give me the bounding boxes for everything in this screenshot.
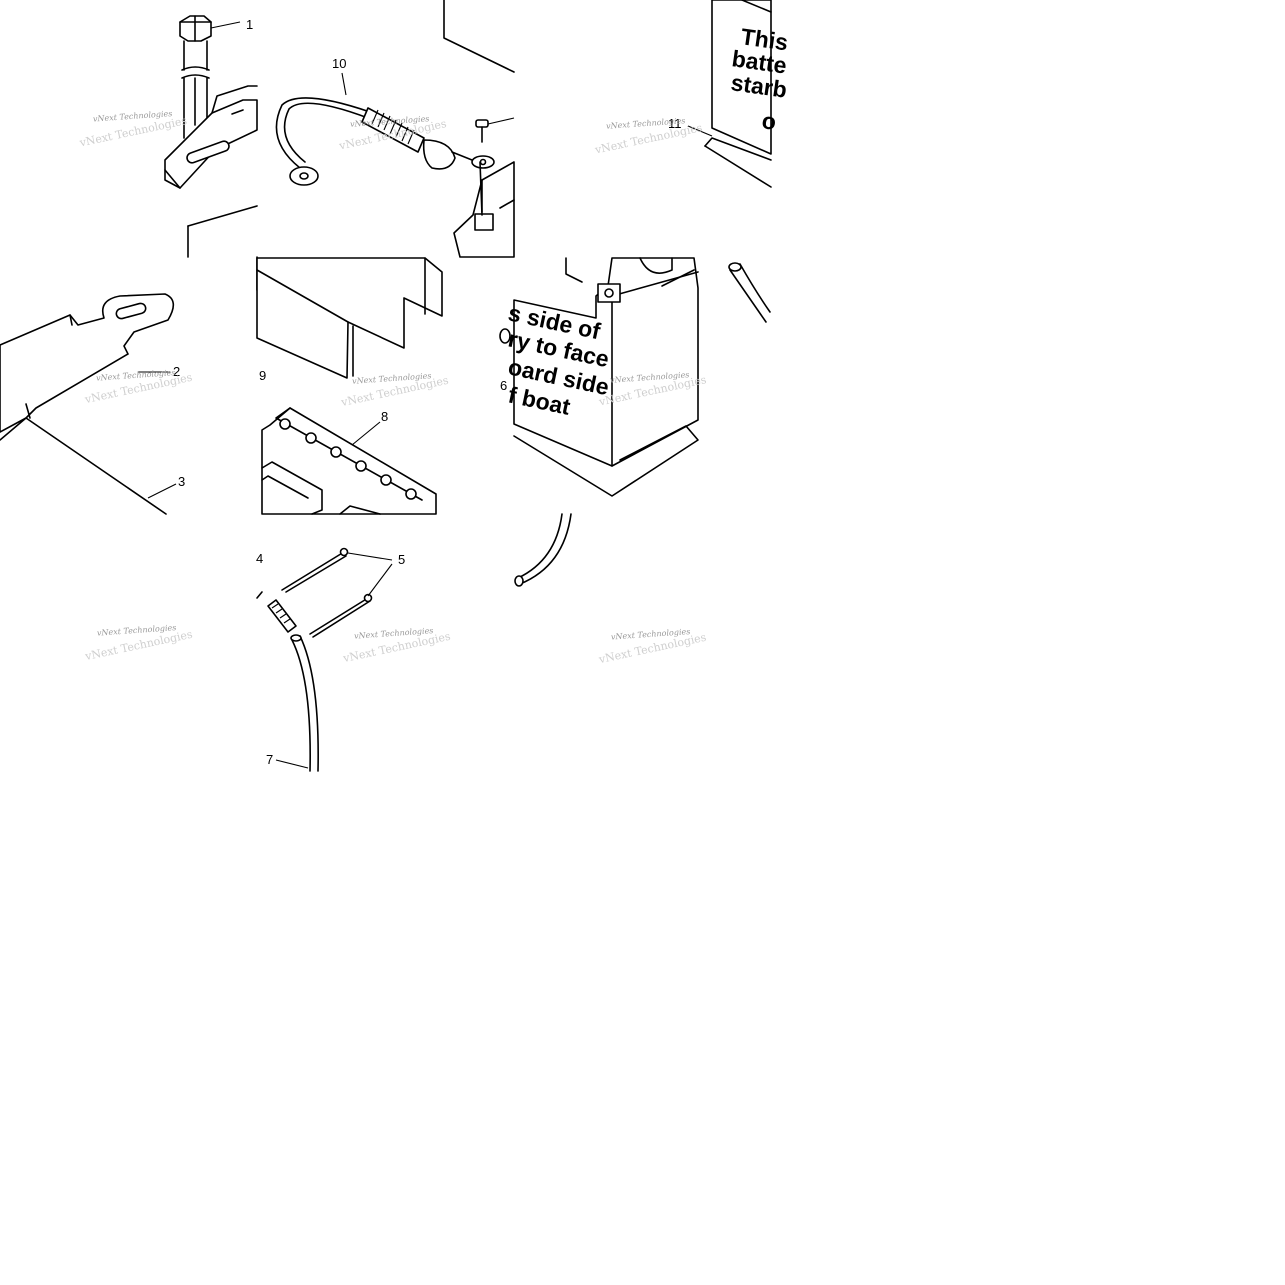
callout-9: 9	[259, 368, 266, 383]
leader-8	[351, 421, 381, 446]
cable-ties	[281, 547, 373, 638]
leader-5b	[367, 563, 393, 597]
leader-1	[210, 21, 241, 29]
decal-top-line-4: o	[760, 107, 778, 135]
watermark-3: vNext Technologies vNext Technologies	[593, 116, 704, 157]
tile-center: 9 8 vNext Technologies vNext Technologie…	[256, 257, 450, 515]
battery-cable	[275, 97, 495, 186]
leader-10	[341, 72, 347, 96]
hex-bolt	[179, 15, 212, 139]
tile-bottom-right: vNext Technologies vNext Technologies	[514, 513, 708, 666]
terminal-screw	[475, 117, 515, 143]
callout-4: 4	[256, 551, 263, 566]
hose-end	[514, 513, 572, 587]
watermark-7: vNext Technologies vNext Technologies	[83, 623, 194, 663]
cable-coil	[371, 109, 415, 145]
leader-3	[147, 483, 177, 499]
battery-body: s side of ry to face oard side f boat	[499, 257, 771, 497]
callout-6: 6	[500, 378, 507, 393]
decal-top: This batte starb o	[704, 0, 790, 188]
callout-2: 2	[173, 364, 180, 379]
callout-3: 3	[178, 474, 185, 489]
watermark-8: vNext Technologies vNext Technologies	[341, 626, 452, 665]
hold-down-strap	[0, 293, 175, 515]
tile-bottom-left: vNext Technologies vNext Technologies	[83, 623, 194, 663]
hose-fitting	[256, 591, 297, 633]
callout-8: 8	[381, 409, 388, 424]
callout-1: 1	[246, 17, 253, 32]
tile-top-right: This batte starb o 11 vNext Technologies…	[593, 0, 790, 188]
callout-7: 7	[266, 752, 273, 767]
tile-bottom-middle: 5 4 7 vNext Technologies vNext Technolog…	[256, 547, 452, 772]
mounting-bracket	[164, 85, 258, 189]
watermark-4: vNext Technologies vNext Technologies	[83, 368, 194, 406]
tile-top-left: 1 vNext Technologies vNext Technologies	[78, 15, 258, 258]
callout-10: 10	[332, 56, 346, 71]
tile-middle-left: 2 3 vNext Technologies vNext Technologie…	[0, 293, 194, 515]
battery-tray	[261, 407, 437, 515]
leader-5a	[347, 552, 393, 561]
tile-top-middle: 10 vNext Technologies vNext Technologies	[256, 0, 515, 291]
tile-middle-right: s side of ry to face oard side f boat 6 …	[499, 257, 771, 497]
leader-7	[275, 759, 309, 769]
vent-hose	[290, 634, 319, 772]
callout-5: 5	[398, 552, 405, 567]
leader-11	[687, 125, 713, 137]
battery-box-cover	[256, 257, 443, 379]
watermark-1: vNext Technologies vNext Technologies	[78, 109, 189, 150]
watermark-9: vNext Technologies vNext Technologies	[597, 627, 708, 666]
callout-11: 11	[668, 116, 682, 131]
watermark-5: vNext Technologies vNext Technologies	[339, 371, 450, 409]
